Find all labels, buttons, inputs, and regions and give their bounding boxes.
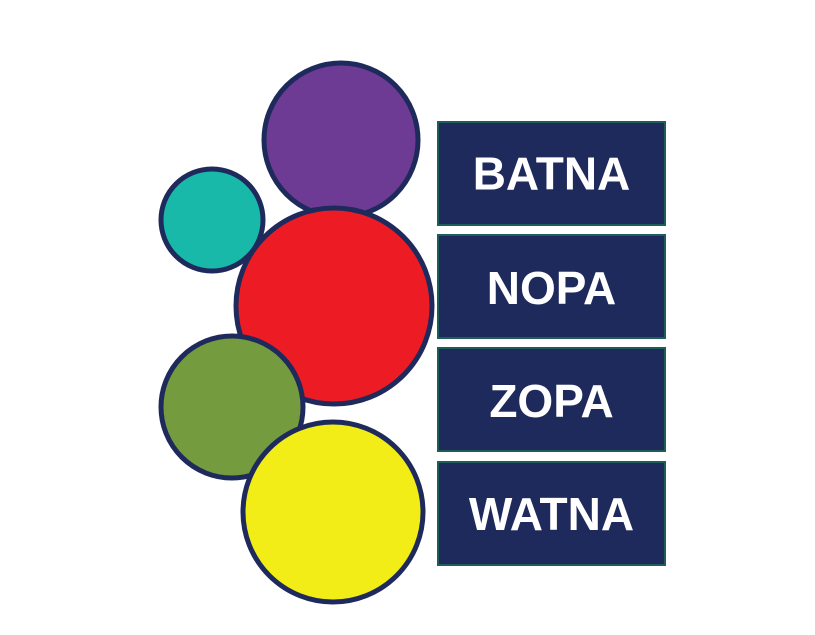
label-text-watna: WATNA xyxy=(469,488,634,540)
yellow-bubble xyxy=(240,419,426,605)
label-batna: BATNA xyxy=(437,121,666,226)
teal-bubble xyxy=(158,166,266,274)
label-text-zopa: ZOPA xyxy=(489,375,613,427)
green-bubble xyxy=(158,333,306,481)
label-zopa: ZOPA xyxy=(437,347,666,452)
label-nopa: NOPA xyxy=(437,234,666,339)
label-text-batna: BATNA xyxy=(473,148,631,200)
red-bubble xyxy=(233,205,435,407)
purple-bubble xyxy=(261,60,421,220)
label-watna: WATNA xyxy=(437,461,666,566)
label-text-nopa: NOPA xyxy=(487,262,617,314)
label-box-zopa xyxy=(437,347,666,452)
label-box-watna xyxy=(437,461,666,566)
label-box-batna xyxy=(437,121,666,226)
label-box-nopa xyxy=(437,234,666,339)
